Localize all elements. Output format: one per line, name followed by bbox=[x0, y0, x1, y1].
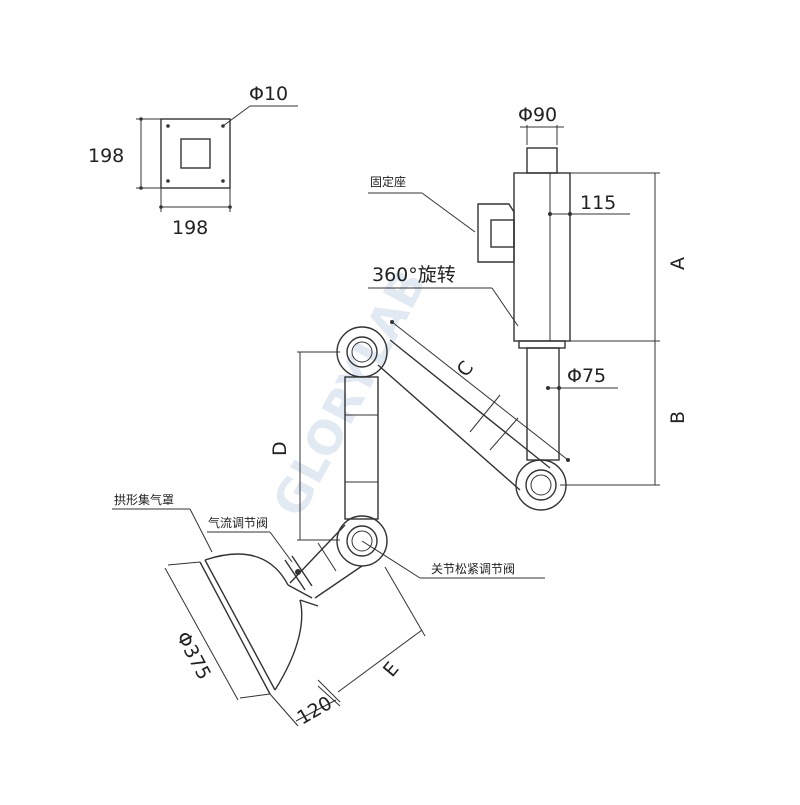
leaders bbox=[112, 508, 545, 579]
hood-label: 拱形集气罩 bbox=[114, 492, 174, 507]
fixed-seat-label: 固定座 bbox=[370, 174, 406, 189]
diagonal-arm bbox=[377, 320, 570, 491]
arched-hood bbox=[164, 553, 426, 727]
mounting-plate bbox=[136, 105, 298, 212]
plate-hole-dim: Φ10 bbox=[249, 83, 288, 105]
vertical-arm bbox=[297, 351, 379, 541]
dim-115: 115 bbox=[580, 192, 616, 214]
top-housing bbox=[368, 125, 660, 486]
airflow-valve-label: 气流调节阀 bbox=[208, 515, 268, 530]
plate-width-dim: 198 bbox=[172, 217, 208, 239]
joint-valve-label: 关节松紧调节阀 bbox=[431, 562, 515, 576]
hood-dim: Φ375 bbox=[172, 628, 215, 684]
hood-depth-dim: 120 bbox=[294, 692, 336, 729]
dim-b: B bbox=[667, 411, 689, 424]
dim-a: A bbox=[667, 257, 689, 270]
dim-d: D bbox=[269, 441, 291, 456]
hood-arm bbox=[284, 524, 363, 599]
joint-lower-right bbox=[515, 459, 567, 511]
rotation-label: 360°旋转 bbox=[372, 264, 456, 286]
plate-height-dim: 198 bbox=[88, 145, 124, 167]
top-pipe-dim: Φ90 bbox=[518, 104, 557, 126]
dim-e: E bbox=[379, 658, 404, 681]
dim-c: C bbox=[453, 357, 479, 381]
pipe-dim: Φ75 bbox=[567, 365, 606, 387]
